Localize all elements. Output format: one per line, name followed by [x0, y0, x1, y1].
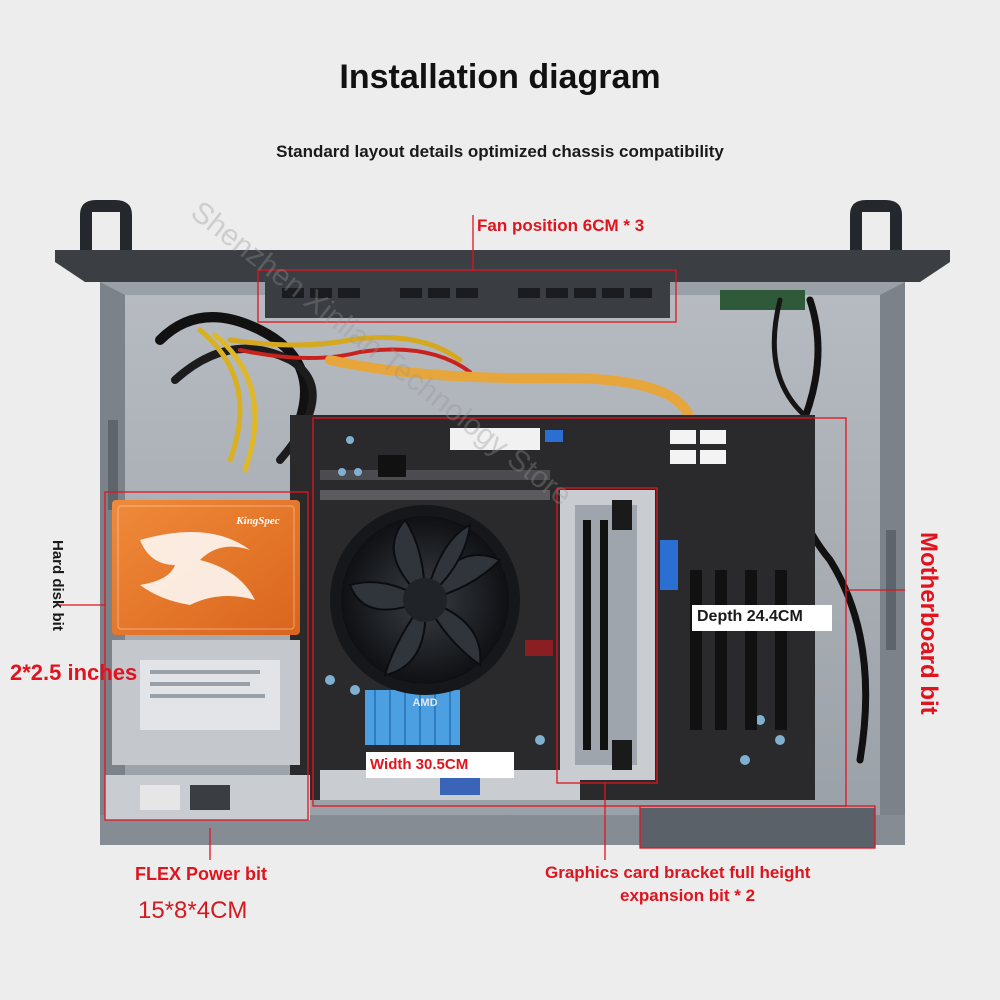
ssd-drive: KingSpec — [112, 500, 300, 765]
graphics-card-bracket — [560, 490, 655, 780]
fan-vents — [265, 280, 670, 318]
graphics-bracket-label-line2: expansion bit * 2 — [620, 886, 756, 905]
flex-power-size-label: 15*8*4CM — [138, 897, 248, 924]
width-label: Width 30.5CM — [370, 756, 469, 773]
fan-callout-box — [257, 269, 677, 323]
chassis-front-bar — [55, 250, 950, 282]
cooler-brand: AMD — [412, 697, 437, 709]
callout-boxes — [55, 215, 905, 860]
flex-psu — [105, 775, 310, 820]
expansion-slot-covers — [640, 808, 875, 848]
motherboard-label: Motherboard bit — [915, 532, 942, 715]
front-panel-board — [720, 290, 805, 310]
graphics-bracket-label-line1: Graphics card bracket full height — [545, 863, 811, 882]
ssd-brand: KingSpec — [235, 515, 280, 527]
cpu-cooler: AMD — [330, 505, 520, 709]
rack-handle-left — [80, 200, 132, 250]
depth-label: Depth 24.4CM — [697, 608, 803, 625]
width-label-bg — [366, 752, 514, 778]
hard-disk-label: Hard disk bit — [49, 540, 66, 631]
flex-power-label: FLEX Power bit — [135, 864, 268, 884]
page-subtitle: Standard layout details optimized chassi… — [276, 142, 724, 161]
fan-position-label: Fan position 6CM * 3 — [477, 216, 645, 235]
hard-disk-callout-box — [104, 491, 309, 821]
graphics-callout-box — [556, 487, 658, 784]
hard-disk-size-label: 2*2.5 inches — [10, 660, 138, 685]
depth-label-bg — [692, 605, 832, 631]
motherboard-callout-box — [312, 417, 847, 807]
page-title: Installation diagram — [339, 58, 661, 96]
rack-handle-right — [850, 200, 902, 250]
